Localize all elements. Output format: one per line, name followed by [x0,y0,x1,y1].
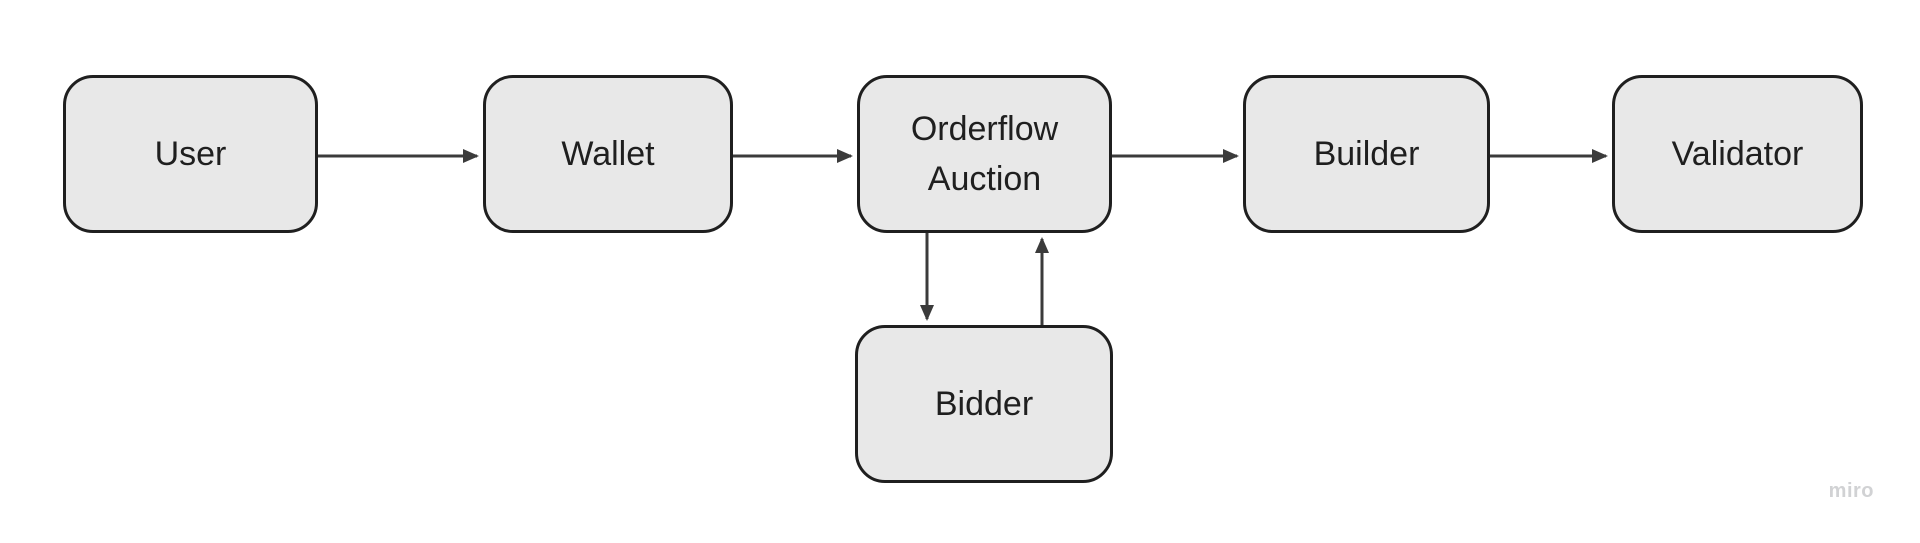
node-user[interactable]: User [63,75,318,233]
node-bidder-label: Bidder [934,385,1034,423]
miro-watermark: miro [1828,480,1874,502]
node-builder-label: Builder [1313,135,1420,173]
node-bidder[interactable]: Bidder [855,325,1113,483]
node-user-label: User [154,135,227,173]
node-orderflow-auction[interactable]: Orderflow Auction [857,75,1112,233]
node-validator[interactable]: Validator [1612,75,1863,233]
node-builder[interactable]: Builder [1243,75,1490,233]
node-orderflow-auction-label: Orderflow Auction [910,110,1059,198]
node-wallet-label: Wallet [561,135,655,173]
node-validator-label: Validator [1671,135,1804,173]
node-wallet[interactable]: Wallet [483,75,733,233]
